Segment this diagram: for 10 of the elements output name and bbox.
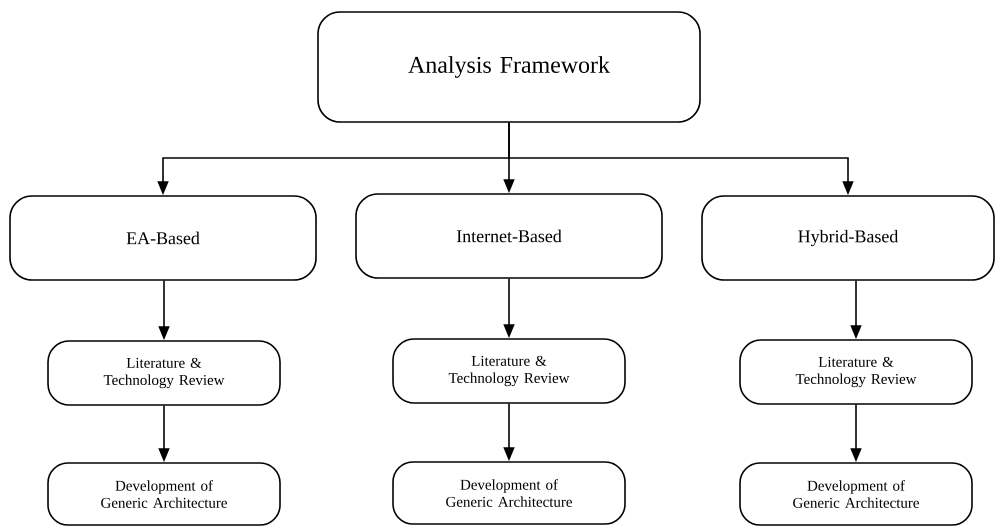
process-box: Literature & Technology Review [739,339,973,405]
process-box: Development of Generic Architecture [392,461,626,525]
category-box: Internet-Based [355,193,663,279]
process-box: Development of Generic Architecture [47,462,281,526]
category-box: Hybrid-Based [701,195,995,281]
process-box: Development of Generic Architecture [739,462,973,526]
title-box: Analysis Framework [317,11,701,123]
process-box: Literature & Technology Review [47,340,281,406]
process-box: Literature & Technology Review [392,338,626,404]
category-box: EA-Based [9,195,317,281]
